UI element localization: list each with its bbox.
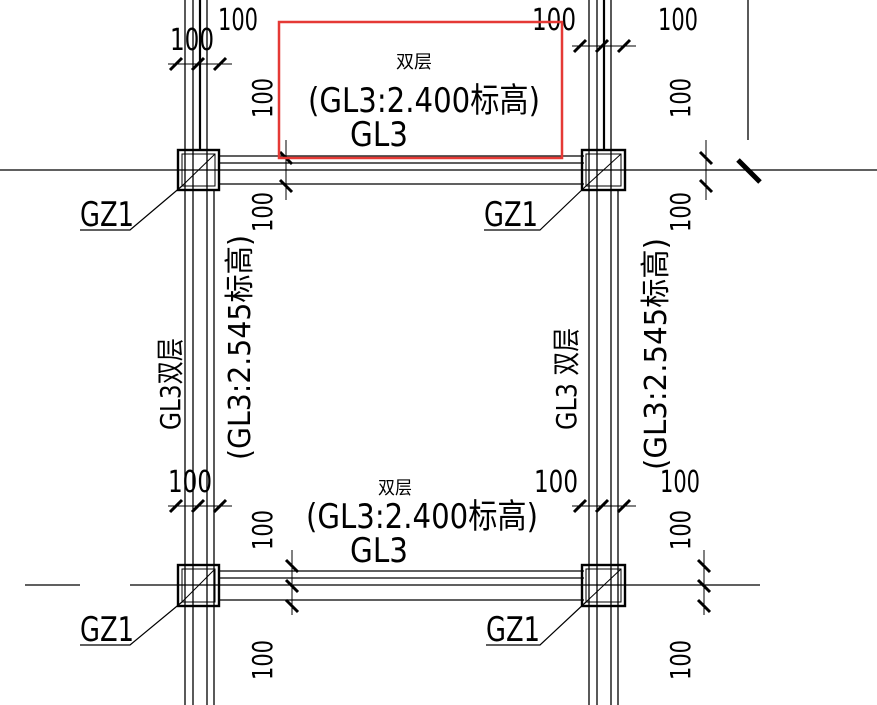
- column-labels: GZ1 GZ1 GZ1 GZ1: [80, 195, 540, 650]
- dim-label: 100: [532, 3, 576, 38]
- dim-label: 100: [664, 510, 697, 550]
- gz1-leaders: [80, 185, 587, 646]
- bottom-horizontal-beam: [25, 570, 760, 601]
- bottom-beam-annotation: 双层 (GL3:2.400标高) GL3: [306, 478, 538, 571]
- dim-label: 100: [246, 78, 279, 118]
- top-horizontal-beam: [0, 155, 877, 185]
- column-label: GZ1: [486, 610, 540, 650]
- dimension-labels-vertical: 100 100 100 100 100 100 100 100: [246, 78, 697, 680]
- column-top-right: [580, 148, 627, 192]
- column-bottom-right: [580, 563, 627, 608]
- beam-elevation-label: (GL3:2.545标高): [639, 238, 674, 470]
- dim-label: 100: [534, 465, 578, 500]
- dimension-ticks: [168, 38, 762, 615]
- dim-label: 100: [664, 192, 697, 232]
- dim-label: 100: [664, 78, 697, 118]
- right-vertical-beam: [588, 0, 619, 705]
- dim-label: 100: [246, 192, 279, 232]
- left-vertical-beam: [184, 0, 215, 705]
- beam-elevation-label: (GL3:2.545标高): [223, 235, 258, 460]
- left-beam-annotation: GL3双层 (GL3:2.545标高): [154, 235, 258, 460]
- beam-vertical-label: GL3 双层: [550, 328, 583, 430]
- beam-elevation-label: (GL3:2.400标高): [306, 497, 538, 537]
- dim-label: 100: [170, 23, 214, 58]
- dim-label: 100: [664, 640, 697, 680]
- right-beam-annotation: GL3 双层 (GL3:2.545标高): [550, 238, 674, 470]
- dim-label: 100: [168, 465, 212, 500]
- double-layer-label: 双层: [396, 52, 432, 73]
- top-beam-annotation: 双层 (GL3:2.400标高) GL3: [308, 52, 540, 155]
- column-label: GZ1: [484, 195, 538, 235]
- column-top-left: [176, 148, 221, 192]
- beam-vertical-label: GL3双层: [154, 338, 187, 430]
- column-label: GZ1: [80, 610, 134, 650]
- dimension-labels-horizontal: 100 100 100 100 100 100 100: [168, 3, 700, 500]
- column-label: GZ1: [80, 195, 134, 235]
- dim-label: 100: [246, 510, 279, 550]
- beam-elevation-label: (GL3:2.400标高): [308, 81, 540, 121]
- highlight-box: [277, 20, 564, 160]
- column-bottom-left: [176, 563, 221, 608]
- dim-label: 100: [218, 3, 258, 38]
- beam-label: GL3: [350, 115, 408, 155]
- double-layer-label: 双层: [378, 478, 412, 499]
- dim-label: 100: [246, 640, 279, 680]
- dim-label: 100: [658, 3, 698, 38]
- dim-label: 100: [660, 465, 700, 500]
- beam-label: GL3: [350, 531, 408, 571]
